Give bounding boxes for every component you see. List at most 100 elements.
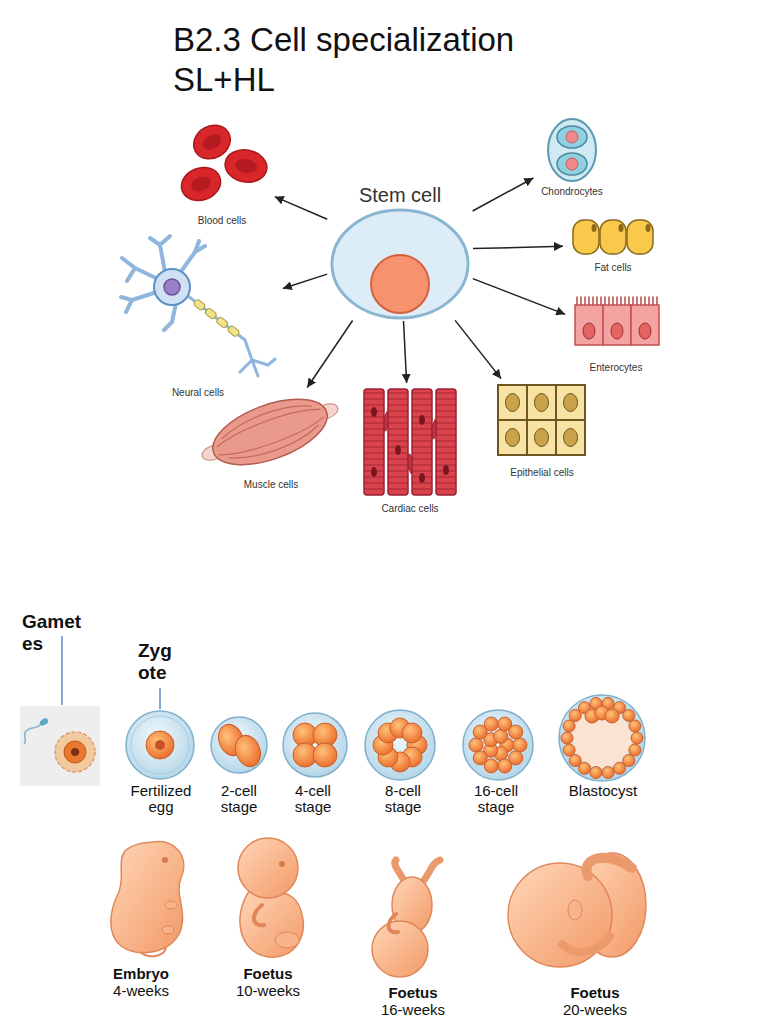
foetus-head [372,921,428,977]
myelin-sheath [193,299,206,311]
cell-nucleus [443,465,449,475]
red-blood-cell [223,147,270,186]
cell-nucleus [371,467,377,477]
stage-label: 16-weeks [368,1002,458,1018]
cell-nucleus [164,279,180,295]
stage-label: 10-weeks [223,983,313,999]
blood-cells-figure [177,119,270,206]
muscle-bundle [204,386,335,478]
cardiac-fibre [364,389,384,495]
differentiation-arrow [307,320,352,387]
blastocyst-figure [559,695,645,781]
foetus-10-figure [238,838,303,957]
cell-nucleus [564,394,578,412]
cell-label: Neural cells [170,386,226,400]
differentiation-arrow [404,321,407,383]
stage-label: 4-weeks [96,983,186,999]
label-slot: Gametes [22,611,85,655]
cell [629,744,641,756]
cell-label: Chondrocytes [539,185,605,199]
dendrites [121,236,205,330]
leader-line [159,688,161,709]
cell-nucleus [583,323,595,339]
cell [629,720,641,732]
stage-name: Zygote [138,640,176,684]
label-slot: Foetus [368,985,458,1001]
cell [498,759,512,773]
cell [623,710,635,722]
differentiation-arrow [473,246,563,248]
cell-nucleus [419,473,425,483]
zona [126,711,194,779]
fat-cell [627,220,653,254]
stage-label: Foetus [223,966,313,982]
cell-type-node: Neural cells [116,232,280,400]
cell [146,731,174,759]
cell-membrane [332,210,468,318]
label-slot: Embryo [96,966,186,982]
sixteen-cell-figure [463,710,533,780]
epithelial-cell [556,420,585,455]
egg-corona [55,732,95,772]
cell [469,738,483,752]
differentiation-arrow [455,320,501,378]
label-slot: 4-weeks [96,983,186,999]
cell [402,723,422,743]
foetus-20-figure [508,853,646,967]
label-slot: 8-cell stage [368,783,438,815]
label-slot: 16-weeks [368,1002,458,1018]
label-slot: 10-weeks [223,983,313,999]
embryo-figure [111,841,184,956]
lacuna [557,126,587,148]
cell-nucleus [564,429,578,447]
zona-inner [131,716,189,774]
label-slot: Blastocyst [563,783,643,799]
myelin-sheath [204,307,217,319]
sperm-tail [24,724,41,744]
epithelial-figure [498,385,585,455]
foetus-body [240,890,303,957]
cell [569,755,581,767]
cell [313,743,337,767]
cell-label: Enterocytes [588,361,645,375]
cell [473,751,487,765]
epithelial-cell [498,385,527,420]
cell [631,732,643,744]
limb-bud [162,926,174,934]
epithelial-cell [556,385,585,420]
muscle-fibres [211,395,329,469]
enterocyte [603,305,631,345]
cell [484,717,498,731]
zona [211,717,267,773]
embryo-tail [140,946,166,956]
two-cell-figure [211,717,267,773]
embryo-body [111,841,184,952]
cell-body [154,269,190,305]
fat-cell [573,220,599,254]
cell [509,725,523,739]
zona [365,710,435,780]
title: B2.3 Cell specialization SL+HL [173,20,603,100]
lacuna [557,153,587,175]
cell [602,767,614,779]
stage-label: 4-cell stage [278,783,348,815]
foetus-arm [562,936,610,952]
enterocyte [575,305,603,345]
fat-cells-figure [573,220,653,254]
label-slot: 2-cell stage [204,783,274,815]
label-slot: 20-weeks [550,1002,640,1018]
cell [614,762,626,774]
egg-nucleus [71,748,79,756]
cell-label: Blood cells [196,214,248,228]
foetus-arm [389,914,398,932]
cell-nucleus [592,224,597,232]
differentiation-arrow [473,279,565,315]
cell-label: Epithelial cells [508,466,575,480]
differentiation-arrow [473,178,534,211]
cell [563,720,575,732]
label-slot: 4-cell stage [278,783,348,815]
stage-label: Foetus [550,985,640,1001]
cell-type-node: Epithelial cells [493,381,591,480]
zona [559,695,645,781]
